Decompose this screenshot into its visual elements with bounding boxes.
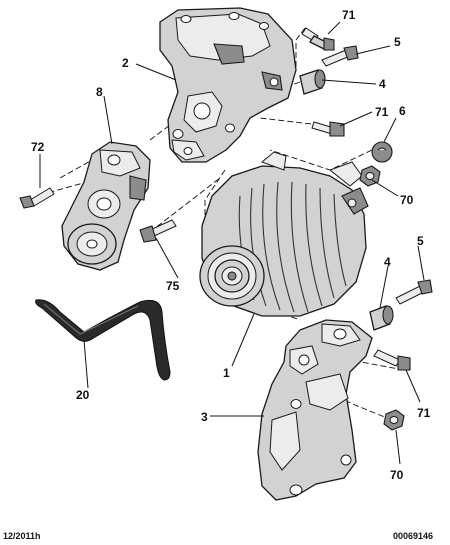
callout-8: 8	[96, 85, 103, 99]
belt-tensioner	[61, 141, 151, 271]
callout-70-low: 70	[390, 468, 404, 482]
leader-lines	[39, 21, 425, 465]
drive-belt	[35, 299, 171, 381]
ball-joint-6	[371, 141, 393, 163]
callout-1: 1	[223, 366, 230, 380]
callout-71-mid: 71	[375, 105, 389, 119]
callout-numbers: 71 5 2 4 8 71 6 72 70 75 5 4 20 1 3 71 7…	[31, 8, 431, 482]
callout-70-mid: 70	[400, 193, 414, 207]
bolt-71-top	[301, 27, 335, 51]
alternator	[199, 151, 369, 317]
callout-4-top: 4	[379, 77, 386, 91]
bush-4-right	[369, 305, 394, 331]
nut-70-low	[383, 409, 405, 431]
callout-3: 3	[201, 410, 208, 424]
stud-5-right	[395, 279, 433, 305]
bolt-71-mid	[311, 121, 345, 137]
callout-2: 2	[122, 56, 129, 70]
lower-support-bracket	[257, 319, 373, 501]
upper-support-bracket	[159, 7, 297, 163]
callout-6: 6	[399, 104, 406, 118]
footer-reference-number: 00069146	[393, 531, 434, 541]
callout-20: 20	[76, 388, 90, 402]
callout-5-right: 5	[417, 234, 424, 248]
nut-70-mid	[359, 165, 381, 187]
bolt-71-low	[373, 349, 411, 371]
callout-72: 72	[31, 140, 45, 154]
callout-71-top: 71	[342, 8, 356, 22]
callout-71-low: 71	[417, 406, 431, 420]
bolt-72	[19, 187, 55, 209]
stud-5-top	[321, 45, 359, 67]
footer-date: 12/2011h	[3, 531, 41, 541]
callout-5-top: 5	[394, 35, 401, 49]
bolt-75	[139, 219, 177, 243]
callout-75: 75	[166, 279, 180, 293]
callout-4-right: 4	[384, 255, 391, 269]
bush-4-top	[299, 69, 326, 95]
